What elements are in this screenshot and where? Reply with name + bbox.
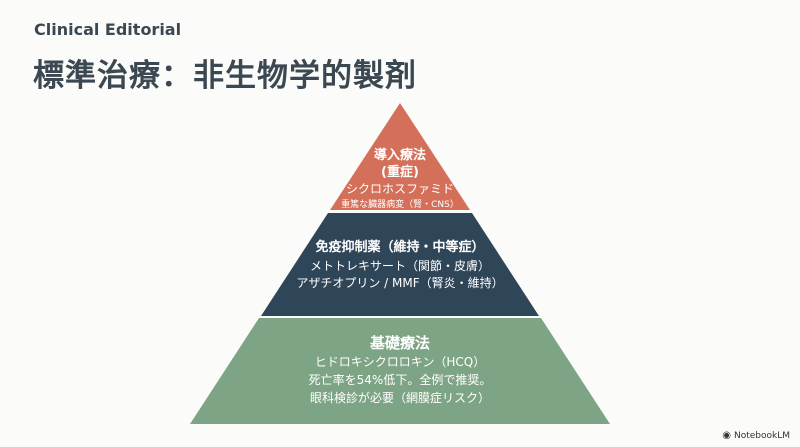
tier-bottom-shape [190, 318, 610, 424]
tier-line: アザチオプリン / MMF（腎炎・維持） [296, 276, 504, 290]
watermark-label: NotebookLM [733, 430, 790, 441]
subtitle: Clinical Editorial [34, 20, 182, 39]
tier-middle-shape [261, 213, 539, 316]
tier-drug: シクロホスファミド [345, 182, 454, 196]
tier-heading: 導入療法 [373, 148, 426, 163]
tier-line: 死亡率を54%低下。全例で推奨。 [308, 373, 492, 387]
tier-heading: 基礎療法 [369, 334, 430, 352]
tier-top-shape [330, 103, 470, 210]
tier-induction: 導入療法 (重症) シクロホスファミド 重篤な臓器病変（腎・CNS） [200, 147, 600, 212]
notebooklm-watermark: ◉ NotebookLM [722, 430, 790, 441]
tier-heading-sub: (重症) [381, 165, 419, 180]
page-title: 標準治療：非生物学的製剤 [33, 58, 417, 94]
tier-line: 眼科検診が必要（網膜症リスク） [309, 391, 490, 405]
tier-heading: 免疫抑制薬（維持・中等症） [315, 240, 485, 255]
notebooklm-logo-icon: ◉ [722, 430, 731, 441]
tier-line: メトトレキサート（関節・皮膚） [309, 259, 490, 273]
tier-immunosuppressant: 免疫抑制薬（維持・中等症） メトトレキサート（関節・皮膚） アザチオプリン / … [200, 238, 600, 292]
tier-basic: 基礎療法 ヒドロキシクロロキン（HCQ） 死亡率を54%低下。全例で推奨。 眼科… [200, 333, 600, 407]
tier-note: 重篤な臓器病変（腎・CNS） [341, 200, 459, 210]
tier-line: ヒドロキシクロロキン（HCQ） [314, 355, 486, 369]
